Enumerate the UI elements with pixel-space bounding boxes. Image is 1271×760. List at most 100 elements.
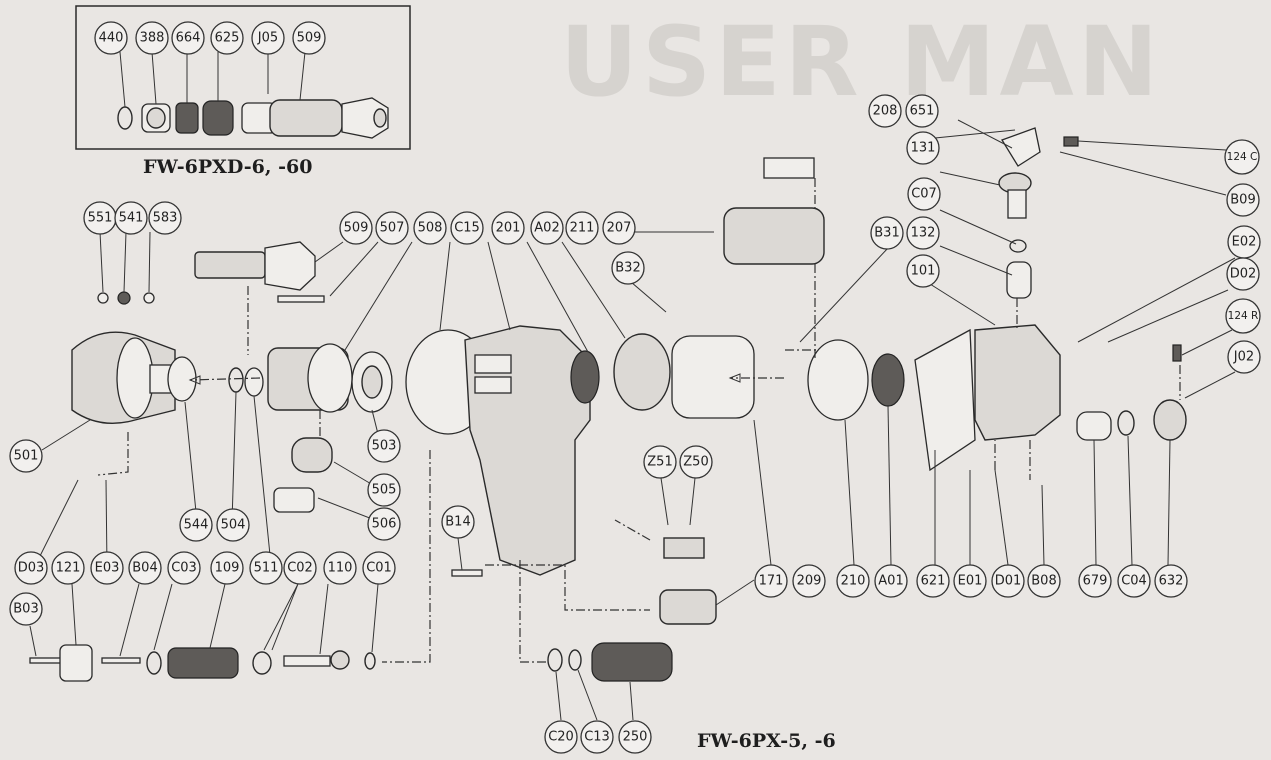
callout-b08: B08 xyxy=(1027,564,1061,598)
callout-201: 201 xyxy=(491,211,525,245)
callout-b04: B04 xyxy=(128,551,162,585)
callout-b31: B31 xyxy=(870,216,904,250)
callout-583: 583 xyxy=(148,201,182,235)
svg-text:664: 664 xyxy=(176,31,201,46)
callout-207: 207 xyxy=(602,211,636,245)
callout-651: 651 xyxy=(905,94,939,128)
callout-131: 131 xyxy=(906,131,940,165)
svg-text:621: 621 xyxy=(921,574,946,589)
callout-501: 501 xyxy=(9,439,43,473)
svg-text:541: 541 xyxy=(119,211,144,226)
svg-text:209: 209 xyxy=(797,574,822,589)
callout-124r: 124 R xyxy=(1225,298,1261,334)
svg-text:B32: B32 xyxy=(615,261,640,276)
callout-504: 504 xyxy=(216,508,250,542)
callout-124c: 124 C xyxy=(1224,139,1260,175)
callout-b09: B09 xyxy=(1226,183,1260,217)
callout-c03: C03 xyxy=(167,551,201,585)
callout-c15: C15 xyxy=(450,211,484,245)
main-model-caption: FW-6PX-5, -6 xyxy=(697,730,836,752)
svg-text:E01: E01 xyxy=(958,574,983,589)
callout-440: 440 xyxy=(94,21,128,55)
svg-text:B08: B08 xyxy=(1031,574,1056,589)
svg-text:B31: B31 xyxy=(874,226,899,241)
svg-text:C03: C03 xyxy=(171,561,197,576)
svg-text:A02: A02 xyxy=(534,221,559,236)
callout-j05: J05 xyxy=(251,21,285,55)
callout-e01: E01 xyxy=(953,564,987,598)
svg-text:440: 440 xyxy=(99,31,124,46)
svg-text:210: 210 xyxy=(841,574,866,589)
svg-text:Z50: Z50 xyxy=(683,455,708,470)
callout-121: 121 xyxy=(51,551,85,585)
svg-text:171: 171 xyxy=(759,574,784,589)
svg-text:501: 501 xyxy=(14,449,39,464)
svg-text:509: 509 xyxy=(344,221,369,236)
inset-frame xyxy=(75,5,411,150)
svg-text:124 R: 124 R xyxy=(1228,310,1259,322)
callout-171: 171 xyxy=(754,564,788,598)
callout-c13: C13 xyxy=(580,720,614,754)
svg-text:J05: J05 xyxy=(257,31,278,46)
callouts: 440 388 664 625 J05 509 208 651 124 C 13… xyxy=(9,21,1261,754)
callout-d01: D01 xyxy=(991,564,1025,598)
svg-text:Z51: Z51 xyxy=(647,455,672,470)
callout-b32: B32 xyxy=(611,251,645,285)
svg-text:651: 651 xyxy=(910,104,935,119)
callout-c01: C01 xyxy=(362,551,396,585)
callout-506: 506 xyxy=(367,507,401,541)
callout-110: 110 xyxy=(323,551,357,585)
callout-b14: B14 xyxy=(441,505,475,539)
callout-z50: Z50 xyxy=(679,445,713,479)
svg-text:101: 101 xyxy=(911,264,936,279)
svg-text:E02: E02 xyxy=(1232,235,1257,250)
inset-model-caption: FW-6PXD-6, -60 xyxy=(143,156,313,178)
callout-621: 621 xyxy=(916,564,950,598)
callout-d02: D02 xyxy=(1226,257,1260,291)
svg-text:D03: D03 xyxy=(18,561,45,576)
callout-625: 625 xyxy=(210,21,244,55)
svg-text:C13: C13 xyxy=(584,730,610,745)
svg-text:132: 132 xyxy=(911,226,936,241)
callout-208: 208 xyxy=(868,94,902,128)
svg-text:507: 507 xyxy=(380,221,405,236)
svg-text:632: 632 xyxy=(1159,574,1184,589)
callout-250: 250 xyxy=(618,720,652,754)
svg-text:508: 508 xyxy=(418,221,443,236)
svg-text:D02: D02 xyxy=(1230,267,1257,282)
callout-388: 388 xyxy=(135,21,169,55)
svg-text:B09: B09 xyxy=(1230,193,1255,208)
svg-text:551: 551 xyxy=(88,211,113,226)
callout-509-inset: 509 xyxy=(292,21,326,55)
callout-211: 211 xyxy=(565,211,599,245)
callout-544: 544 xyxy=(179,508,213,542)
svg-text:124 C: 124 C xyxy=(1227,151,1258,163)
callout-541: 541 xyxy=(114,201,148,235)
callout-z51: Z51 xyxy=(643,445,677,479)
callout-632: 632 xyxy=(1154,564,1188,598)
svg-text:506: 506 xyxy=(372,517,397,532)
svg-text:J02: J02 xyxy=(1233,350,1254,365)
callout-c07: C07 xyxy=(907,177,941,211)
callout-209: 209 xyxy=(792,564,826,598)
svg-text:208: 208 xyxy=(873,104,898,119)
svg-text:509: 509 xyxy=(297,31,322,46)
callout-132: 132 xyxy=(906,216,940,250)
callout-c02: C02 xyxy=(283,551,317,585)
callout-c04: C04 xyxy=(1117,564,1151,598)
svg-text:504: 504 xyxy=(221,518,246,533)
callout-664: 664 xyxy=(171,21,205,55)
main-parts xyxy=(29,127,1187,682)
svg-text:121: 121 xyxy=(56,561,81,576)
svg-text:110: 110 xyxy=(328,561,353,576)
callout-c20: C20 xyxy=(544,720,578,754)
callout-a02: A02 xyxy=(530,211,564,245)
svg-text:583: 583 xyxy=(153,211,178,226)
callout-507: 507 xyxy=(375,211,409,245)
svg-text:250: 250 xyxy=(623,730,648,745)
callout-b03: B03 xyxy=(9,592,43,626)
svg-text:388: 388 xyxy=(140,31,165,46)
callout-a01: A01 xyxy=(874,564,908,598)
assembly-lines xyxy=(97,178,1181,663)
